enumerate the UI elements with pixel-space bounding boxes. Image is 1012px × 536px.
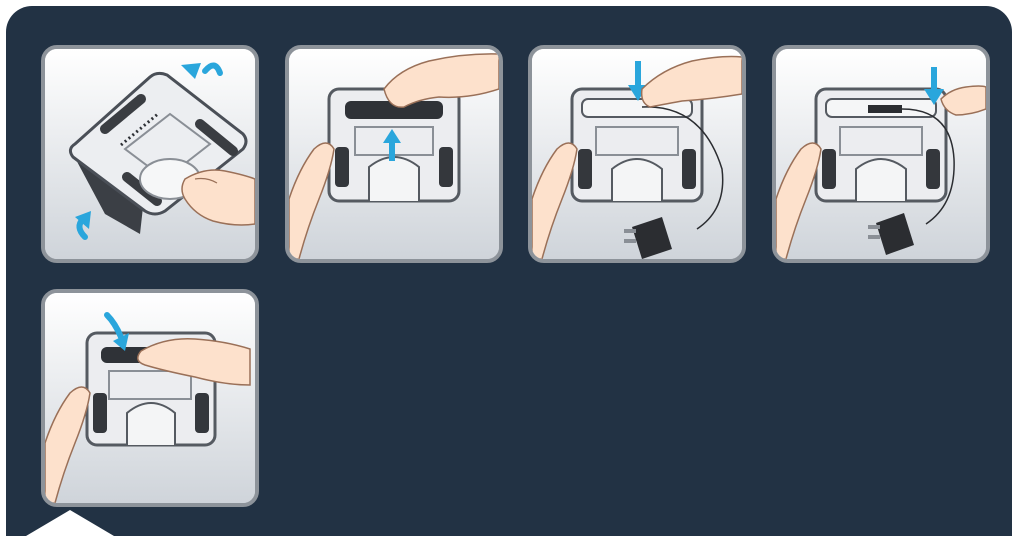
step-card-5 <box>41 289 259 507</box>
insert-cable-icon <box>532 49 742 259</box>
route-cable-icon <box>776 49 986 259</box>
step-card-2 <box>285 45 503 263</box>
close-cover-icon <box>45 293 255 503</box>
step-card-1 <box>41 45 259 263</box>
callout-pointer <box>26 510 114 536</box>
tilt-device-icon <box>45 49 255 259</box>
open-cover-icon <box>289 49 499 259</box>
step-card-4 <box>772 45 990 263</box>
step-card-3 <box>528 45 746 263</box>
